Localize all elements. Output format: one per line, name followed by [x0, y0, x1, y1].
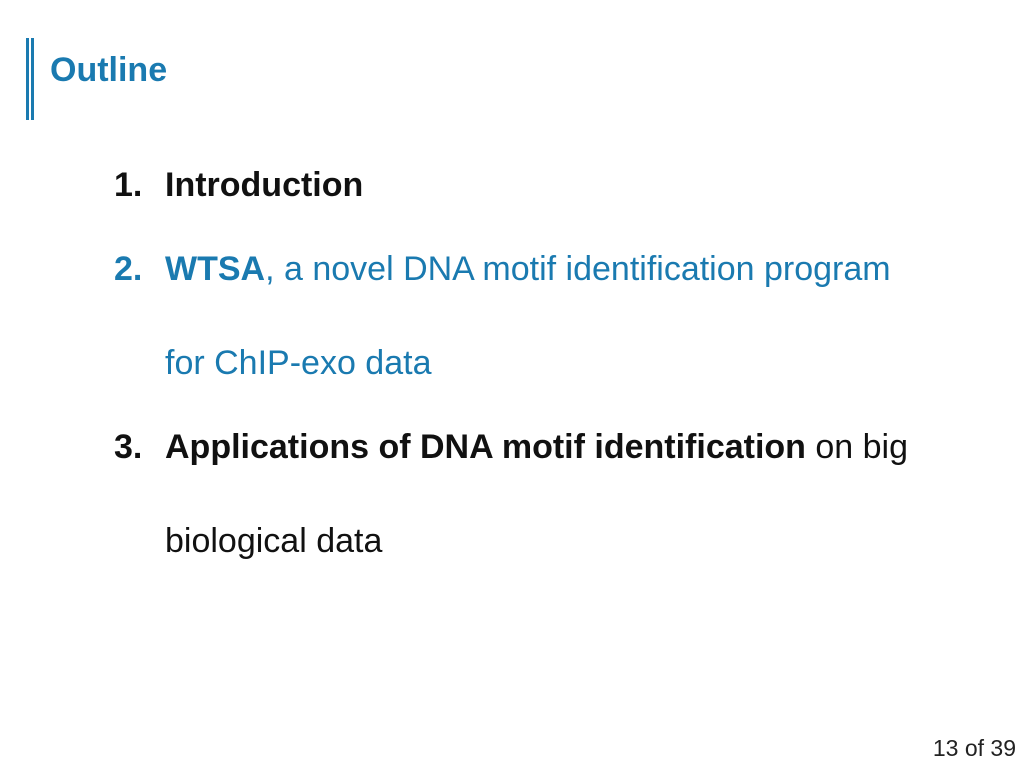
outline-item-text: Applications of DNA motif identification… [165, 400, 985, 588]
outline-item-number: 1. [114, 166, 143, 204]
outline-item-wtsa: 2. WTSA, a novel DNA motif identificatio… [114, 244, 994, 410]
outline-item-bold-text: Introduction [165, 166, 364, 204]
outline-item-rest-text: , a novel DNA motif identification progr… [165, 250, 891, 382]
outline-item-bold-text: Applications of DNA motif identification [165, 428, 806, 466]
outline-item-introduction: 1. Introduction [114, 160, 994, 232]
outline-item-rest-text: on big biological data [165, 428, 909, 560]
outline-item-number: 2. [114, 250, 143, 288]
accent-bar-line [26, 38, 29, 120]
outline-list: 1. Introduction 2. WTSA, a novel DNA mot… [114, 160, 994, 604]
accent-bar-line [31, 38, 34, 120]
outline-item-bold-text: WTSA [165, 250, 266, 288]
slide-title: Outline [50, 51, 168, 89]
outline-item-text: Introduction [165, 138, 363, 232]
title-accent-bar [26, 38, 34, 120]
outline-item-number: 3. [114, 428, 143, 466]
outline-item-applications: 3. Applications of DNA motif identificat… [114, 422, 994, 588]
outline-item-text: WTSA, a novel DNA motif identification p… [165, 222, 905, 410]
page-number: 13 of 39 [932, 735, 1016, 761]
